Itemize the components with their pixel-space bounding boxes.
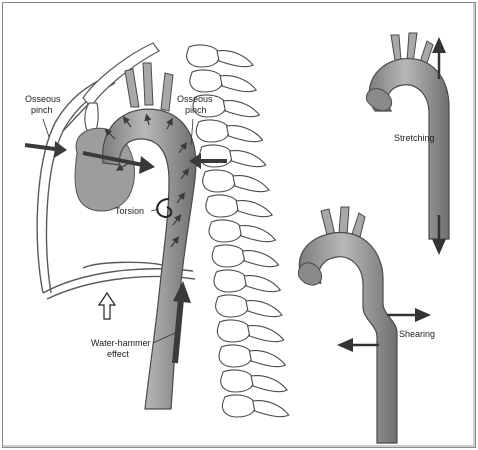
spinous-process: [244, 276, 280, 292]
spinous-process: [233, 176, 269, 192]
vertebra: [203, 170, 236, 192]
spinous-process: [251, 376, 287, 392]
vertebra: [212, 245, 245, 267]
spinous-process: [230, 151, 266, 167]
spinous-process: [220, 76, 256, 92]
vertebra: [187, 45, 220, 67]
vertebra: [219, 345, 252, 367]
label-torsion: Torsion: [115, 206, 144, 216]
vertebra: [214, 270, 247, 292]
label-osseous-pinch-left-line2: pinch: [31, 105, 53, 115]
arch-vessels-left: [125, 63, 173, 111]
label-osseous-pinch-left-line1: Osseous: [25, 94, 61, 104]
spinous-process: [248, 326, 284, 342]
aortic-injury-diagram: Osseous pinch Osseous pinch Torsion Wate…: [3, 3, 475, 447]
vertebra: [216, 295, 249, 317]
upward-hollow-arrow: [99, 293, 115, 319]
vertebra: [206, 195, 239, 217]
label-stretching: Stretching: [394, 133, 435, 143]
vertebra: [209, 220, 242, 242]
vertebra: [222, 395, 255, 417]
label-water-hammer-line2: effect: [107, 349, 129, 359]
spinous-process: [253, 401, 289, 417]
vertebra: [217, 320, 250, 342]
spinous-process: [227, 126, 263, 142]
label-osseous-pinch-right-line2: pinch: [185, 105, 207, 115]
spinous-process: [239, 226, 275, 242]
label-water-hammer-line1: Water-hammer: [91, 338, 151, 348]
spinous-process: [223, 101, 259, 117]
stretching-aorta: [366, 33, 449, 255]
spinous-process: [246, 301, 282, 317]
label-osseous-pinch-right-line1: Osseous: [177, 94, 213, 104]
spinous-process: [217, 51, 253, 67]
shearing-aorta: [298, 207, 431, 443]
vertebra: [199, 145, 232, 167]
vertebra: [190, 70, 223, 92]
spinous-process: [243, 251, 279, 267]
label-shearing: Shearing: [399, 329, 435, 339]
vertebra: [221, 370, 254, 392]
spinous-process: [249, 351, 285, 367]
aorta-left: [103, 109, 196, 409]
vertebra: [196, 120, 229, 142]
spinous-process: [236, 201, 272, 217]
